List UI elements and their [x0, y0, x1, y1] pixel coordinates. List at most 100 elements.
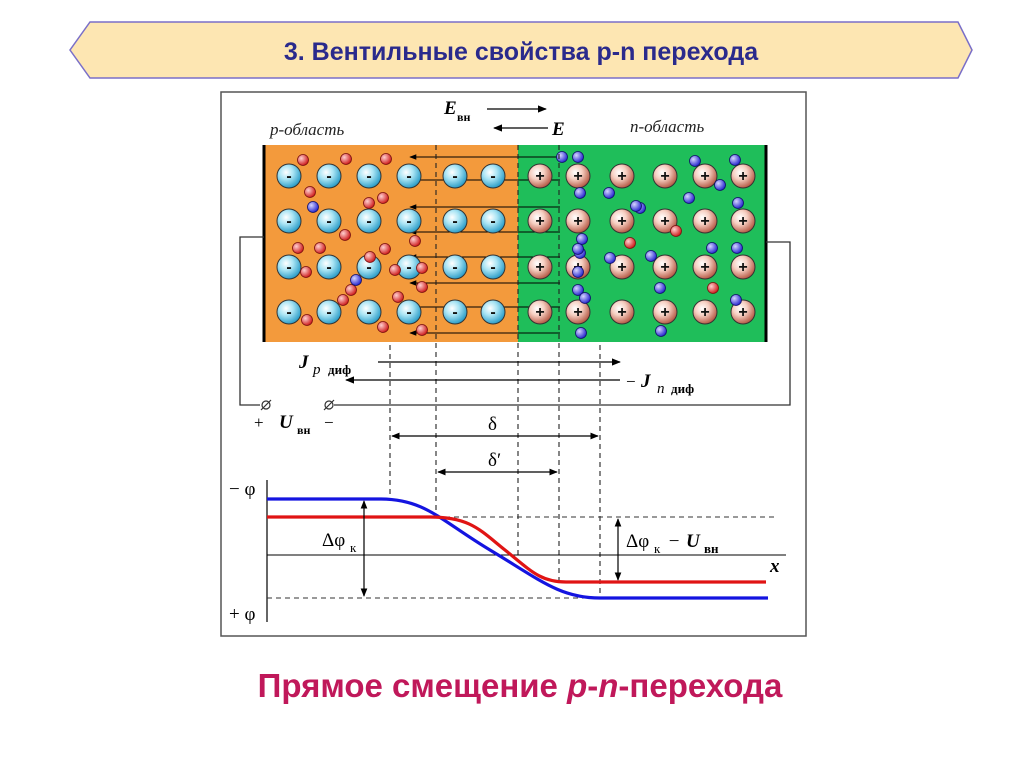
electron — [654, 282, 666, 294]
electron — [683, 192, 695, 204]
caption-p: p — [566, 667, 587, 704]
svg-text:+: + — [617, 304, 626, 321]
electron — [579, 292, 591, 304]
electron — [350, 274, 362, 286]
electron — [572, 284, 584, 296]
electron — [575, 327, 587, 339]
svg-text:-: - — [490, 259, 495, 276]
svg-text:+: + — [700, 259, 709, 276]
source-u: U — [279, 412, 294, 433]
hole — [409, 235, 421, 247]
acceptor-ion: - — [396, 163, 422, 189]
source-terminal-left — [260, 399, 272, 411]
x-axis-label: x — [769, 556, 780, 577]
acceptor-ion: - — [442, 299, 468, 325]
hole — [304, 186, 316, 198]
jp-main: J — [298, 352, 309, 373]
acceptor-ion: - — [356, 208, 382, 234]
slide-caption: Прямое смещение p-n-перехода — [258, 667, 783, 704]
right-circuit-wire — [334, 241, 791, 406]
hole — [314, 242, 326, 254]
svg-text:+: + — [660, 259, 669, 276]
acceptor-ion: - — [442, 208, 468, 234]
hole — [300, 266, 312, 278]
electron — [714, 179, 726, 191]
hole — [339, 229, 351, 241]
hole — [416, 262, 428, 274]
hole — [707, 282, 719, 294]
svg-text:+: + — [660, 213, 669, 230]
donor-ion: + — [652, 208, 678, 234]
electron — [630, 200, 642, 212]
donor-ion: + — [652, 299, 678, 325]
svg-text:-: - — [286, 168, 291, 185]
acceptor-ion: - — [316, 163, 342, 189]
svg-text:+: + — [700, 213, 709, 230]
ions: ------++++++------++++++------++++++----… — [276, 163, 756, 325]
donor-ion: + — [609, 254, 635, 280]
hole — [340, 153, 352, 165]
svg-text:+: + — [573, 168, 582, 185]
acceptor-ion: - — [396, 208, 422, 234]
svg-text:-: - — [366, 168, 371, 185]
acceptor-ion: - — [442, 163, 468, 189]
electron — [645, 250, 657, 262]
acceptor-ion: - — [276, 163, 302, 189]
svg-text:+: + — [617, 213, 626, 230]
svg-text:-: - — [366, 213, 371, 230]
svg-text:+: + — [535, 213, 544, 230]
dphi-ext-u: U — [686, 531, 701, 552]
svg-text:-: - — [286, 259, 291, 276]
svg-text:+: + — [617, 168, 626, 185]
donor-ion: + — [609, 163, 635, 189]
jp-diffusion-label: J p диф — [298, 352, 351, 378]
slide-title: 3. Вентильные свойства p-n перехода — [284, 38, 759, 66]
caption-part2: -перехода — [618, 667, 783, 704]
dphi-label: Δφ к — [322, 530, 357, 555]
donor-ion: + — [692, 299, 718, 325]
hole — [416, 324, 428, 336]
dphi-ext-sub: к — [654, 541, 661, 556]
acceptor-ion: - — [276, 299, 302, 325]
hole — [416, 281, 428, 293]
delta-label: δ — [488, 414, 497, 435]
jp-italic: p — [312, 362, 321, 378]
caption-n: n — [598, 667, 618, 704]
electron — [706, 242, 718, 254]
donor-ion: + — [652, 254, 678, 280]
svg-text:-: - — [406, 259, 411, 276]
electron — [731, 242, 743, 254]
hole — [379, 243, 391, 255]
acceptor-ion: - — [480, 208, 506, 234]
donor-ion: + — [565, 208, 591, 234]
svg-text:-: - — [490, 213, 495, 230]
svg-text:-: - — [406, 213, 411, 230]
donor-ion: + — [730, 299, 756, 325]
hole — [301, 314, 313, 326]
electron — [572, 243, 584, 255]
equilibrium-potential-curve — [267, 497, 768, 600]
hole — [380, 153, 392, 165]
svg-text:-: - — [326, 304, 331, 321]
acceptor-ion: - — [442, 254, 468, 280]
field-ext-sub: вн — [457, 110, 470, 124]
svg-text:+: + — [535, 259, 544, 276]
jn-diffusion-label: − J n диф — [626, 371, 694, 397]
svg-text:+: + — [700, 304, 709, 321]
dphi-sub: к — [350, 540, 357, 555]
donor-ion: + — [652, 163, 678, 189]
hole — [624, 237, 636, 249]
donor-ion: + — [565, 299, 591, 325]
dphi-ext-main: Δφ — [626, 531, 649, 552]
acceptor-ion: - — [316, 254, 342, 280]
title-banner: 3. Вентильные свойства p-n перехода — [69, 21, 973, 79]
donor-ion: + — [692, 163, 718, 189]
acceptor-ion: - — [316, 208, 342, 234]
p-region — [265, 145, 518, 342]
caption-dash: - — [587, 667, 598, 704]
dphi-ext-label: Δφ к − U вн — [626, 531, 719, 556]
forward-bias-potential-curve — [267, 515, 766, 584]
svg-text:-: - — [326, 213, 331, 230]
donor-ion: + — [730, 163, 756, 189]
svg-text:+: + — [738, 304, 747, 321]
